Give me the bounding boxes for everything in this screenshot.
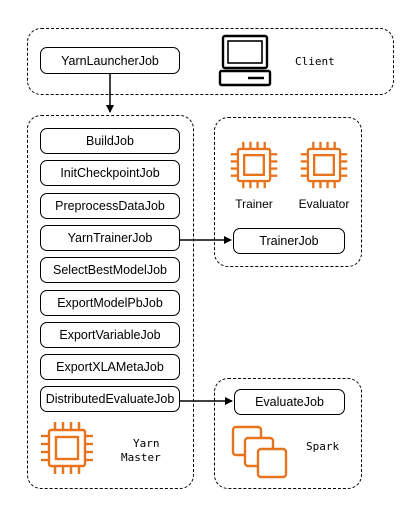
client-group bbox=[27, 28, 394, 95]
export-variable-job: ExportVariableJob bbox=[40, 321, 180, 348]
computer-icon bbox=[218, 34, 272, 87]
init-checkpoint-job: InitCheckpointJob bbox=[40, 160, 180, 187]
select-best-model-job: SelectBestModelJob bbox=[40, 257, 180, 284]
yarn-label: Yarn bbox=[133, 437, 160, 450]
master-label: Master bbox=[121, 451, 161, 464]
client-label: Client bbox=[295, 55, 335, 68]
trainer-chip-icon bbox=[230, 141, 278, 189]
spark-label: Spark bbox=[306, 440, 340, 453]
distributed-evaluate-job: DistributedEvaluateJob bbox=[40, 386, 180, 413]
export-xla-meta-job: ExportXLAMetaJob bbox=[40, 354, 180, 381]
trainer-job: TrainerJob bbox=[233, 228, 345, 254]
trainer-group bbox=[214, 117, 362, 267]
build-job: BuildJob bbox=[40, 128, 180, 154]
stacked-instances-icon bbox=[231, 425, 288, 479]
yarn-trainer-job: YarnTrainerJob bbox=[40, 224, 180, 251]
trainer-label: Trainer bbox=[235, 197, 273, 211]
export-model-pb-job: ExportModelPbJob bbox=[40, 289, 180, 316]
spark-group bbox=[214, 378, 362, 489]
evaluator-label: Evaluator bbox=[298, 197, 350, 211]
yarn-master-group bbox=[27, 115, 194, 489]
preprocess-data-job: PreprocessDataJob bbox=[40, 192, 180, 219]
evaluate-job: EvaluateJob bbox=[234, 389, 345, 415]
yarn-launcher-job: YarnLauncherJob bbox=[40, 47, 180, 74]
chip-icon bbox=[41, 422, 93, 474]
evaluator-chip-icon bbox=[300, 141, 348, 189]
